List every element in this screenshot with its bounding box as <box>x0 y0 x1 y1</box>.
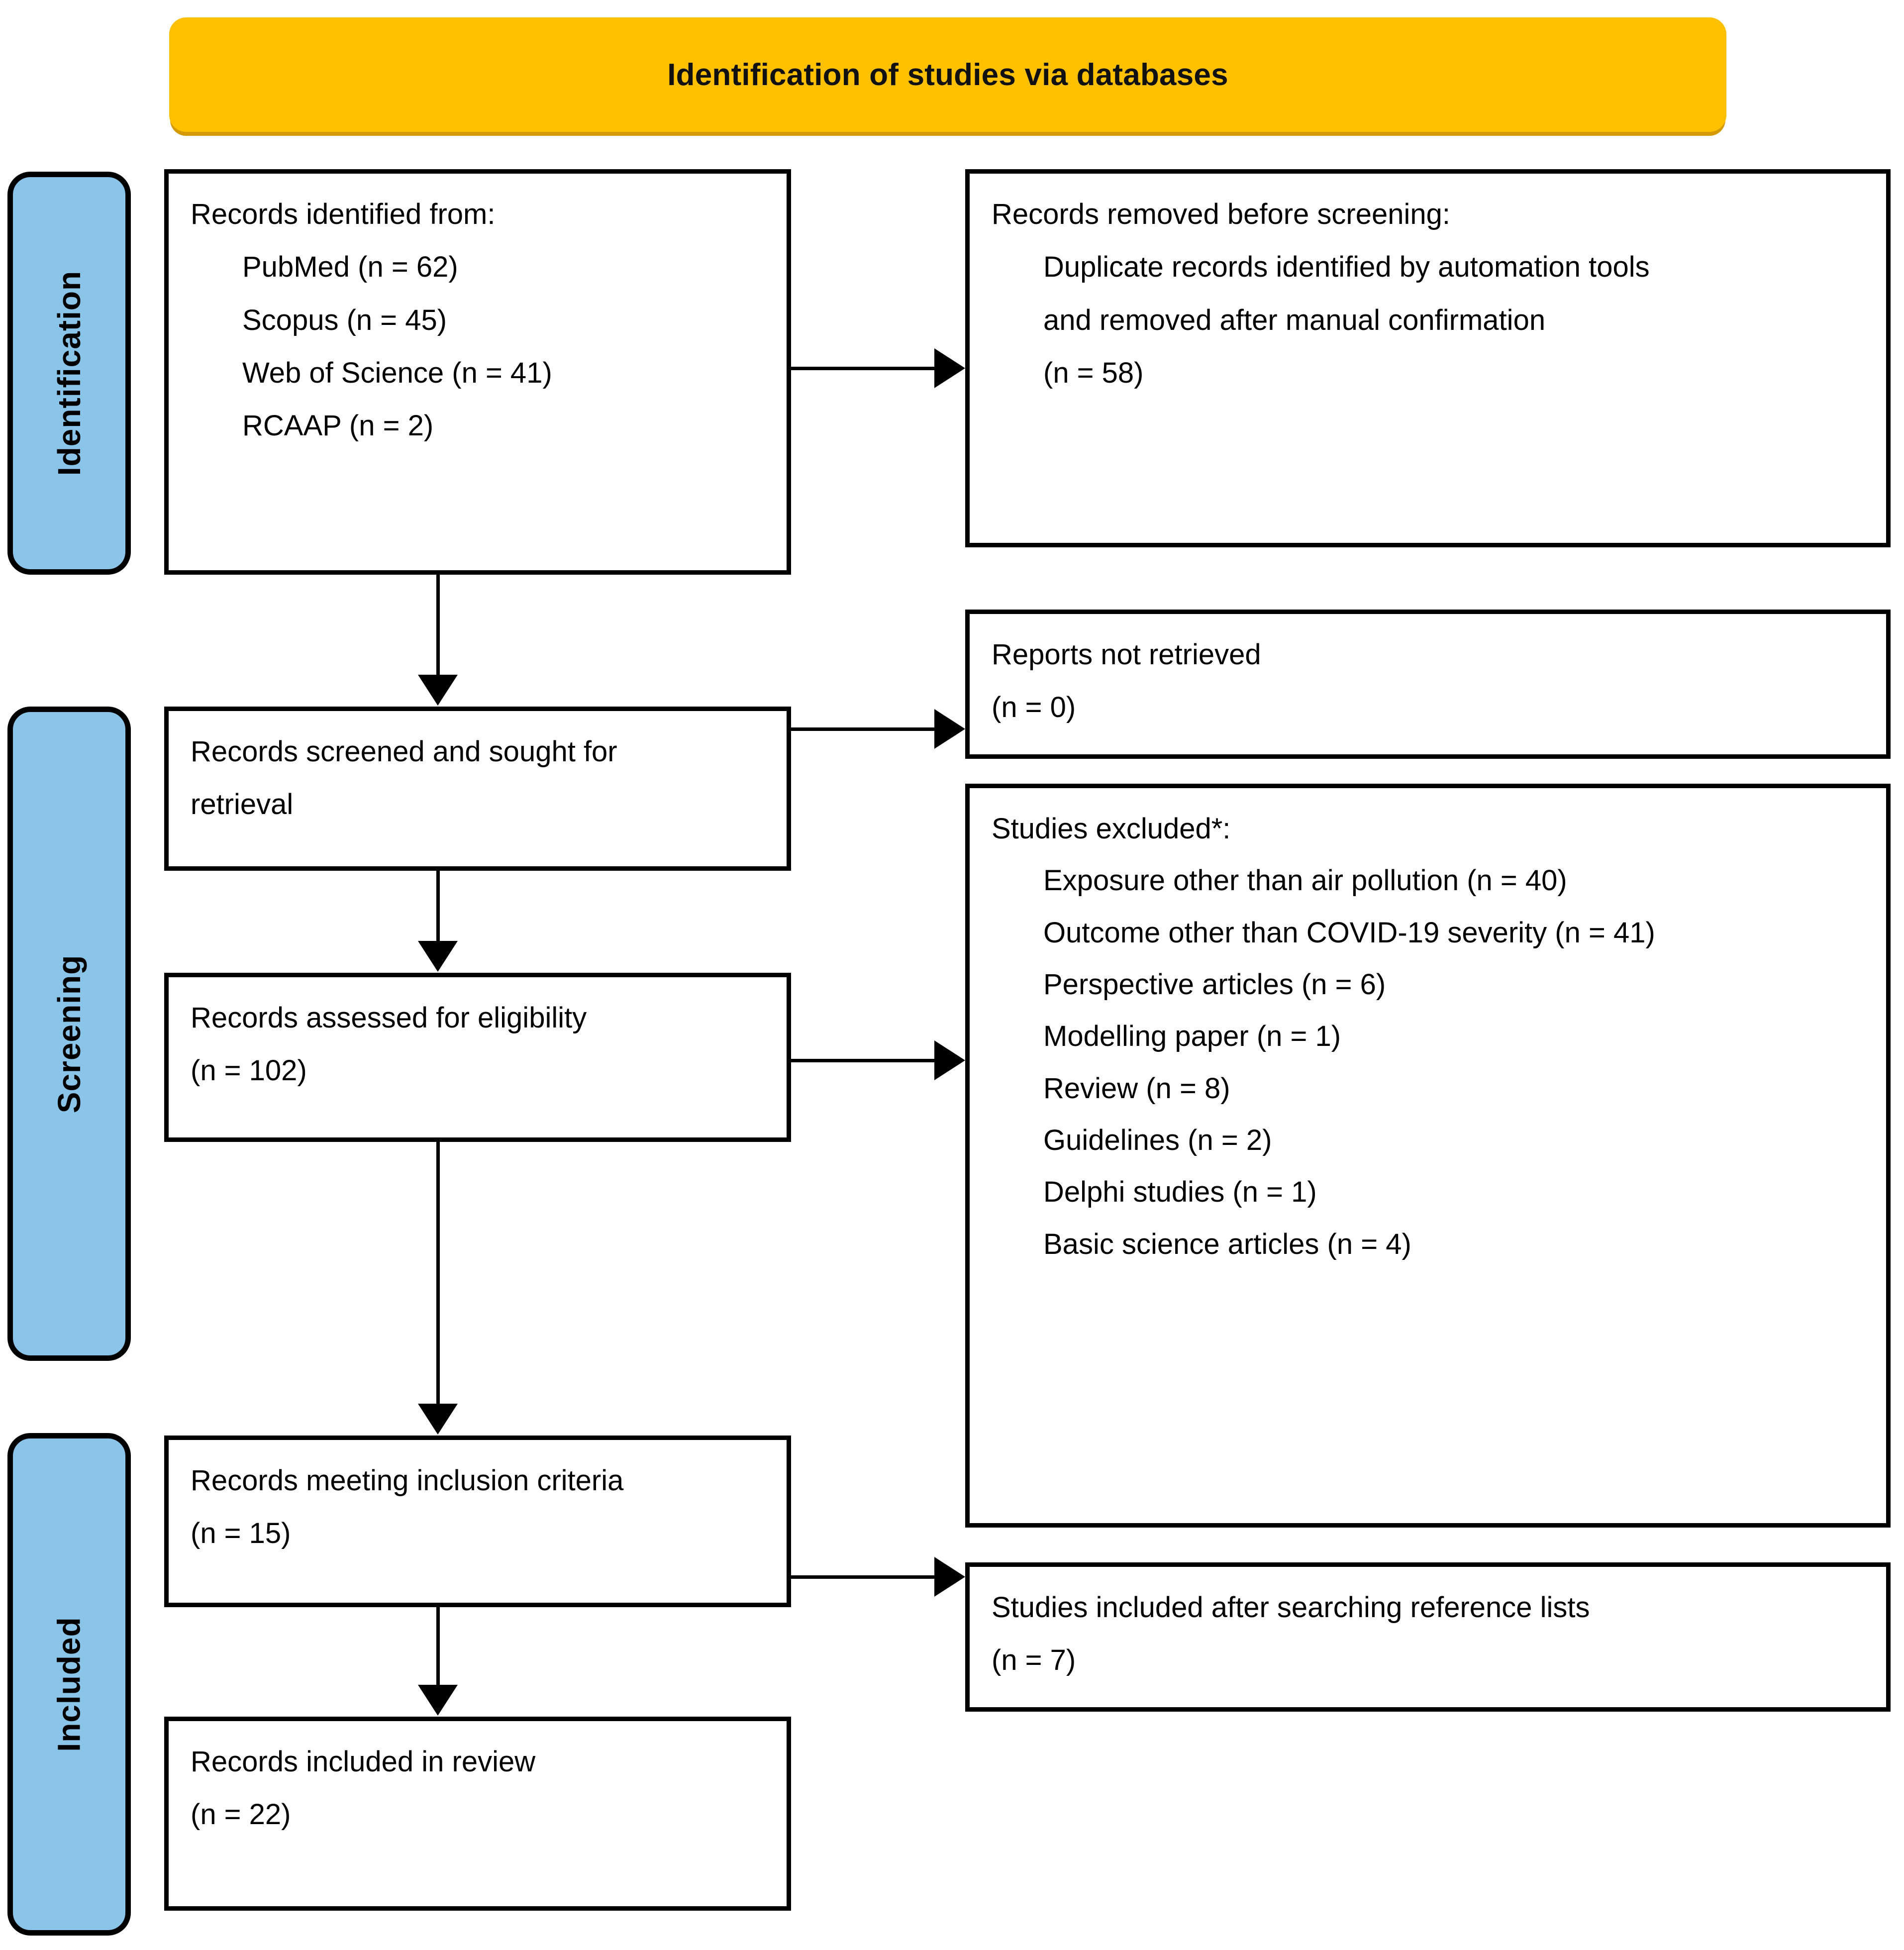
records-removed-heading: Records removed before screening: <box>992 198 1451 230</box>
exclusion-reason-review: Review (n = 8) <box>1043 1072 1230 1105</box>
ref-lists-count: (n = 7) <box>992 1644 1076 1677</box>
connector-inclusion-to-ref-lists-line <box>791 1575 935 1579</box>
records-included-heading: Records included in review <box>191 1745 536 1778</box>
exclusion-reason-exposure: Exposure other than air pollution (n = 4… <box>1043 864 1567 897</box>
exclusion-reason-modelling: Modelling paper (n = 1) <box>1043 1020 1341 1053</box>
exclusion-reason-perspective: Perspective articles (n = 6) <box>1043 968 1386 1001</box>
box-records-assessed-eligibility: Records assessed for eligibility (n = 10… <box>164 973 791 1142</box>
connector-inclusion-to-included-line <box>436 1607 440 1687</box>
connector-inclusion-to-ref-lists-arrow <box>934 1557 965 1597</box>
records-identified-heading: Records identified from: <box>191 198 496 230</box>
connector-identified-to-removed-arrow <box>934 348 965 388</box>
connector-screened-to-not-retrieved-arrow <box>934 709 965 749</box>
box-records-included-in-review: Records included in review (n = 22) <box>164 1717 791 1911</box>
records-removed-line2: and removed after manual confirmation <box>1043 304 1546 336</box>
box-studies-included-reference-lists: Studies included after searching referen… <box>965 1562 1891 1712</box>
records-inclusion-heading: Records meeting inclusion criteria <box>191 1464 624 1497</box>
source-web-of-science: Web of Science (n = 41) <box>242 356 552 389</box>
connector-identified-to-screened-arrow <box>418 675 458 706</box>
source-rcaap: RCAAP (n = 2) <box>242 410 434 442</box>
stage-tab-included: Included <box>7 1433 131 1936</box>
records-removed-count: (n = 58) <box>1043 356 1144 389</box>
connector-eligibility-to-excluded-line <box>791 1059 935 1062</box>
connector-screened-to-eligibility-arrow <box>418 941 458 972</box>
connector-identified-to-removed-line <box>791 367 935 370</box>
exclusion-reason-outcome: Outcome other than COVID-19 severity (n … <box>1043 916 1655 949</box>
studies-excluded-heading: Studies excluded*: <box>992 813 1231 845</box>
records-screened-line2: retrieval <box>191 788 294 821</box>
records-eligibility-count: (n = 102) <box>191 1054 307 1087</box>
records-eligibility-heading: Records assessed for eligibility <box>191 1002 587 1034</box>
reports-not-retrieved-heading: Reports not retrieved <box>992 638 1261 671</box>
records-inclusion-count: (n = 15) <box>191 1517 291 1550</box>
stage-tab-included-label: Included <box>51 1617 87 1752</box>
box-records-screened: Records screened and sought for retrieva… <box>164 707 791 871</box>
box-records-removed-before-screening: Records removed before screening: Duplic… <box>965 169 1891 547</box>
exclusion-reason-guidelines: Guidelines (n = 2) <box>1043 1124 1272 1156</box>
exclusion-reason-basic-science: Basic science articles (n = 4) <box>1043 1228 1411 1260</box>
box-reports-not-retrieved: Reports not retrieved (n = 0) <box>965 610 1891 759</box>
connector-screened-to-eligibility-line <box>436 871 440 943</box>
box-records-identified: Records identified from: PubMed (n = 62)… <box>164 169 791 575</box>
connector-inclusion-to-included-arrow <box>418 1685 458 1716</box>
banner-title: Identification of studies via databases <box>667 57 1228 92</box>
stage-tab-screening: Screening <box>7 707 131 1361</box>
box-studies-excluded: Studies excluded*: Exposure other than a… <box>965 784 1891 1528</box>
stage-tab-identification-label: Identification <box>51 270 87 476</box>
connector-identified-to-screened-line <box>436 575 440 677</box>
connector-screened-to-not-retrieved-line <box>791 727 935 731</box>
records-screened-line1: Records screened and sought for <box>191 735 617 768</box>
records-included-count: (n = 22) <box>191 1798 291 1831</box>
source-pubmed: PubMed (n = 62) <box>242 251 458 284</box>
source-scopus: Scopus (n = 45) <box>242 304 447 336</box>
stage-tab-screening-label: Screening <box>51 954 87 1113</box>
records-removed-line1: Duplicate records identified by automati… <box>1043 251 1650 284</box>
stage-tab-identification: Identification <box>7 172 131 575</box>
connector-eligibility-to-inclusion-arrow <box>418 1404 458 1435</box>
exclusion-reason-delphi: Delphi studies (n = 1) <box>1043 1176 1317 1209</box>
connector-eligibility-to-inclusion-line <box>436 1142 440 1406</box>
ref-lists-heading: Studies included after searching referen… <box>992 1591 1590 1624</box>
diagram-header-banner: Identification of studies via databases <box>169 17 1726 132</box>
reports-not-retrieved-count: (n = 0) <box>992 691 1076 724</box>
connector-eligibility-to-excluded-arrow <box>934 1040 965 1080</box>
box-records-meeting-inclusion-criteria: Records meeting inclusion criteria (n = … <box>164 1436 791 1607</box>
